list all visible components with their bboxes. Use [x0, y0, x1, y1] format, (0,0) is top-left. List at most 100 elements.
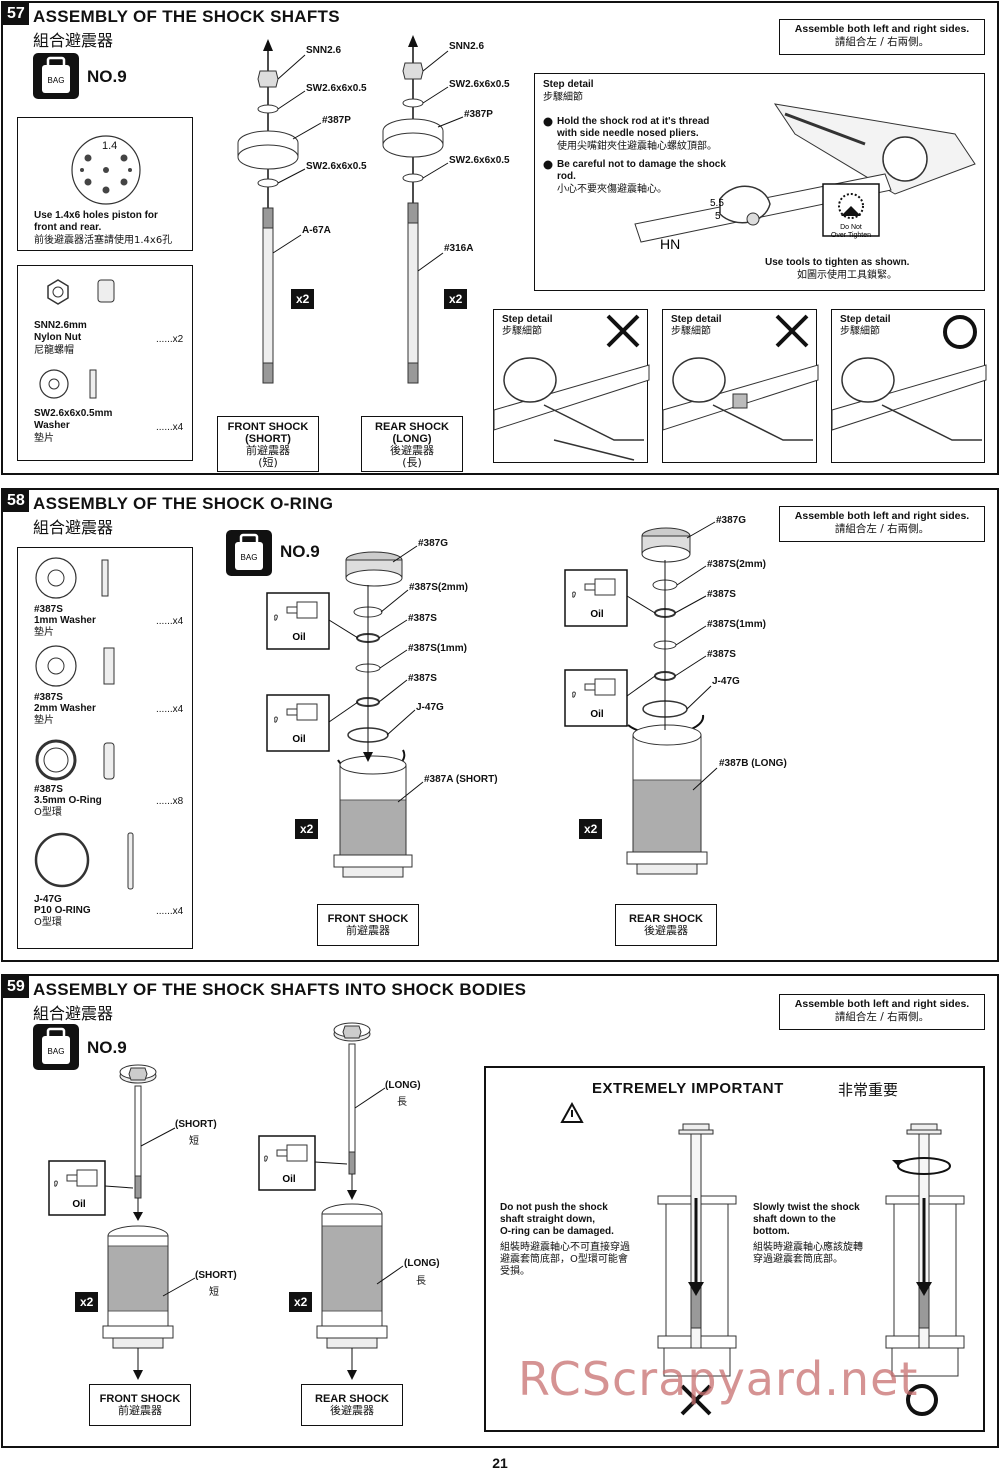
step-title: ASSEMBLY OF THE SHOCK O-RING: [33, 494, 334, 513]
front-label-line1: FRONT SHOCK: [227, 421, 309, 433]
right-zh-2: 穿過避震套筒底部。: [753, 1254, 843, 1265]
small-detail-2-title: Step detail: [671, 314, 722, 325]
piston-hole-label: 1.4: [102, 140, 118, 152]
rear-label-2: #387P: [464, 109, 493, 120]
rear-label-line4: (長): [402, 456, 422, 469]
step-subtitle: 組合避震器: [33, 518, 114, 537]
oil-label: Oil: [590, 709, 604, 720]
left-zh-3: 受損。: [500, 1266, 530, 1277]
bullet-2-en1: Be careful not to damage the shock: [557, 159, 726, 170]
rear-label-4: #316A: [444, 243, 474, 254]
bag-shape-icon: BAG: [42, 56, 70, 93]
note-en: Assemble both left and right sides.: [794, 510, 970, 522]
front-label-2: #387S: [408, 613, 437, 624]
front-label-0: #387G: [418, 538, 449, 549]
bag-shape-icon: BAG: [235, 533, 263, 570]
front-body-label-zh: 短: [209, 1287, 219, 1298]
parts-icons: [34, 557, 134, 890]
front-label-line2: (SHORT): [245, 433, 291, 445]
note-zh: 請組合左 / 右兩側。: [834, 1011, 930, 1023]
front-label-1: #387S(2mm): [409, 582, 468, 593]
rear-label-5: J-47G: [712, 676, 740, 687]
rear-label-0: SNN2.6: [449, 41, 485, 52]
rear-label-2: #387S: [707, 589, 736, 600]
part-1-zh: 墊片: [34, 627, 54, 638]
bullet-1-en1: Hold the shock rod at it's thread: [557, 116, 710, 127]
quantity-x2: x2: [444, 289, 468, 309]
part-2-name1: SW2.6x6x0.5mm: [34, 408, 113, 419]
front-label-3: #387S(1mm): [408, 643, 467, 654]
right-en-1: Slowly twist the shock: [753, 1202, 860, 1213]
parts-list-box: #387S 1mm Washer 墊片 ......x4 #387S 2mm W…: [17, 547, 193, 949]
oil-label: Oil: [282, 1174, 296, 1185]
part-2-name2: Washer: [34, 420, 70, 431]
rear-label-3: #387S(1mm): [707, 619, 766, 630]
step-title: ASSEMBLY OF THE SHOCK SHAFTS INTO SHOCK …: [33, 980, 527, 999]
rear-shaft-label: (LONG): [385, 1080, 421, 1091]
piston-note-en1: Use 1.4x6 holes piston for: [34, 210, 158, 221]
front-label-4: #387S: [408, 673, 437, 684]
front-label-line1: FRONT SHOCK: [327, 913, 409, 925]
small-detail-2: Step detail 步驟細節: [662, 309, 819, 463]
part-4-name1: J-47G: [34, 894, 62, 905]
part-2-name2: 2mm Washer: [34, 703, 96, 714]
tool-note: Use tools to tighten as shown.: [765, 257, 910, 268]
bag-icon: BAG: [33, 1024, 79, 1070]
part-2-zh: 墊片: [34, 715, 54, 726]
front-label-1: SW2.6x6x0.5: [306, 83, 367, 94]
rear-shock-label: REAR SHOCK (LONG) 後避震器 (長): [361, 416, 463, 472]
detail-title: Step detail: [543, 79, 594, 90]
bag-number: NO.9: [87, 67, 127, 86]
pliers-illustration: Do Not Over Tighten HN 5.5 5: [543, 103, 976, 252]
left-en-2: shaft straight down,: [500, 1214, 595, 1225]
pliers-correct-icon: [831, 315, 987, 441]
note-zh: 請組合左 / 右兩側。: [834, 36, 930, 48]
small-detail-1: Step detail 步驟細節: [493, 309, 650, 463]
rear-shock-label: REAR SHOCK 後避震器: [301, 1384, 403, 1426]
left-zh-1: 組裝時避震軸心不可直接穿過: [500, 1242, 630, 1253]
small-detail-2-zh: 步驟細節: [671, 326, 711, 337]
oil-label: Oil: [72, 1199, 86, 1210]
front-label-3: SW2.6x6x0.5: [306, 161, 367, 172]
right-zh-1: 組裝時避震軸心應該旋轉: [753, 1242, 863, 1253]
rear-label-1: SW2.6x6x0.5: [449, 79, 510, 90]
part-1-name2: 1mm Washer: [34, 615, 96, 626]
note-zh: 請組合左 / 右兩側。: [834, 523, 930, 535]
important-illustration: [560, 1101, 965, 1416]
front-label-line3: 前避震器: [246, 444, 290, 457]
part-3-zh: O型環: [34, 807, 62, 818]
part-2-qty: ......x4: [156, 704, 184, 715]
rear-label-line1: REAR SHOCK: [315, 1393, 389, 1405]
front-shock-label: FRONT SHOCK (SHORT) 前避震器 (短): [217, 416, 319, 472]
step-number: 57: [3, 3, 29, 25]
front-label-line1: FRONT SHOCK: [99, 1393, 181, 1405]
quantity-x2: x2: [289, 1292, 313, 1312]
left-en-3: O-ring can be damaged.: [500, 1226, 614, 1237]
assemble-both-note: Assemble both left and right sides. 請組合左…: [779, 19, 985, 55]
step-title: ASSEMBLY OF THE SHOCK SHAFTS: [33, 7, 340, 26]
piston-note-zh: 前後避震器活塞請使用1.4x6孔: [34, 235, 173, 246]
detail-title-zh: 步驟細節: [543, 92, 583, 103]
rear-label-line3: 後避震器: [390, 444, 434, 457]
rear-body-label-zh: 長: [416, 1276, 426, 1287]
rear-body-label: (LONG): [404, 1258, 440, 1269]
watermark: RCScrapyard.net: [518, 1352, 919, 1406]
rear-label-0: #387G: [716, 515, 747, 526]
part-1-name1: SNN2.6mm: [34, 320, 87, 331]
front-label-2: #387P: [322, 115, 351, 126]
bag-icon: BAG: [226, 530, 272, 576]
rear-label-1: #387S(2mm): [707, 559, 766, 570]
important-title: EXTREMELY IMPORTANT: [592, 1080, 784, 1097]
bag-number: NO.9: [280, 542, 320, 561]
part-1-qty: ......x2: [156, 334, 184, 345]
small-detail-3-zh: 步驟細節: [840, 326, 880, 337]
wrench-size-1: 5.5: [710, 198, 724, 209]
note-en: Assemble both left and right sides.: [794, 23, 970, 35]
front-label-0: SNN2.6: [306, 45, 342, 56]
bullet-1-zh: 使用尖嘴鉗夾住避震軸心螺紋頂部。: [557, 141, 717, 152]
rear-label-line1: REAR SHOCK: [629, 913, 703, 925]
small-detail-3-title: Step detail: [840, 314, 891, 325]
front-label-line2: 前避震器: [346, 924, 390, 937]
bullet-2-en2: rod.: [557, 171, 576, 182]
front-shock-label: FRONT SHOCK 前避震器: [89, 1384, 191, 1426]
